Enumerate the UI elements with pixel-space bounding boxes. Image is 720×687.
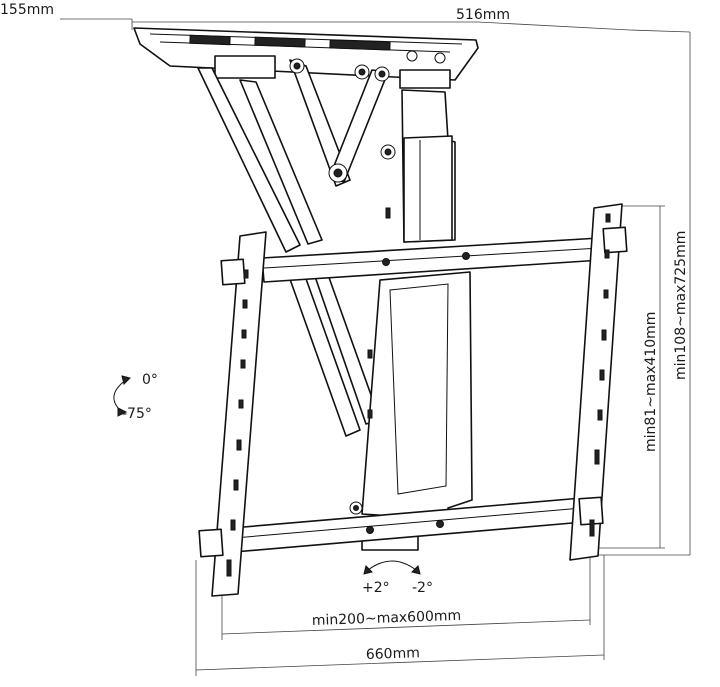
left-vertical-bracket <box>198 231 267 597</box>
central-column <box>361 89 473 551</box>
overall-dim-line <box>195 654 605 671</box>
drop-height-label: min108~max725mm <box>673 231 689 380</box>
tilt-arrow-down-icon <box>117 407 128 417</box>
swivel-left-label: +2° <box>362 580 390 596</box>
width-dim-extension <box>629 29 691 33</box>
vesa-h-dim-line <box>221 619 591 635</box>
swivel-right-label: -2° <box>412 580 433 596</box>
vertical-vesa-label: min81~max410mm <box>643 312 659 452</box>
width-dim-slope <box>477 21 631 31</box>
ceiling-width-label: 516mm <box>456 7 510 23</box>
scissor-arms <box>197 58 396 437</box>
tilt-lower-label: -75° <box>122 406 152 422</box>
tilt-arrow-up-icon <box>121 375 131 385</box>
tilt-upper-label: 0° <box>142 372 158 388</box>
ceiling-plate <box>133 27 479 89</box>
dimension-lines <box>60 18 691 676</box>
ceiling-depth-label: 155mm <box>0 2 54 18</box>
tilt-indicator: 0° -75° <box>113 372 158 422</box>
swivel-arrow-right-icon <box>411 565 421 575</box>
right-vertical-bracket <box>569 203 628 561</box>
swivel-arc-icon <box>367 560 417 571</box>
horizontal-vesa-label: min200~max600mm <box>312 608 462 629</box>
overall-width-label: 660mm <box>366 645 421 663</box>
swivel-arrow-left-icon <box>363 565 373 575</box>
swivel-indicator: +2° -2° <box>362 560 433 596</box>
